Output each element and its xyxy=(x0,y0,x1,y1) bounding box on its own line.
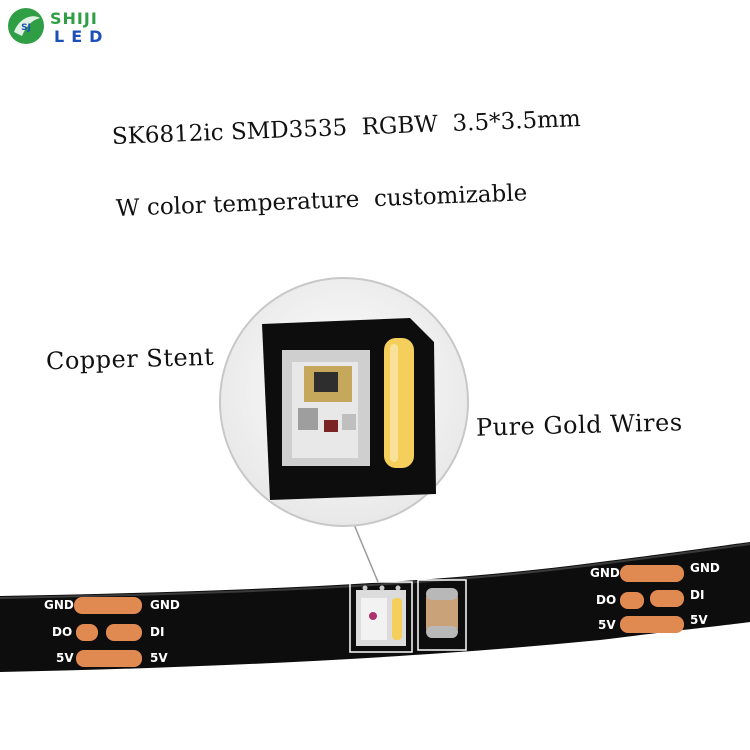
pad-label-left-5v-a: 5V xyxy=(56,651,74,665)
logo-mark-text: SJ xyxy=(21,23,31,33)
logo-name-bottom: LED xyxy=(54,27,110,46)
logo-leaf-icon: SJ xyxy=(8,8,44,44)
pad-label-right-outer-gnd: GND xyxy=(590,566,620,580)
pad-group-right xyxy=(620,565,684,633)
pad-label-right-5v-b: 5V xyxy=(690,613,708,627)
pad-label-left-5v-b: 5V xyxy=(150,651,168,665)
brand-logo: SJ SHIJI LED xyxy=(6,6,126,46)
capacitor-component xyxy=(417,579,467,651)
pad-label-right-inner-gnd: GND xyxy=(690,561,720,575)
pad-left-do-b xyxy=(106,624,142,641)
magnifier-lens xyxy=(219,277,469,527)
pad-label-left-outer-gnd: GND xyxy=(44,598,74,612)
pad-right-do-a xyxy=(620,592,644,609)
pad-right-do-b xyxy=(650,590,684,607)
pad-label-right-do: DO xyxy=(596,593,617,607)
pad-right-gnd xyxy=(620,565,684,582)
pad-left-do-a xyxy=(76,624,98,641)
pad-label-right-di: DI xyxy=(690,588,705,602)
pad-label-left-di: DI xyxy=(150,625,165,639)
pad-label-right-5v-a: 5V xyxy=(598,618,616,632)
pad-group-left xyxy=(74,597,142,667)
pad-left-gnd xyxy=(74,597,142,614)
strip-edge-highlight xyxy=(0,543,750,599)
pad-left-5v xyxy=(76,650,142,667)
logo-name-top: SHIJI xyxy=(50,9,98,28)
pad-label-left-inner-gnd: GND xyxy=(150,598,180,612)
pad-label-left-do: DO xyxy=(52,625,73,639)
callout-copper-stent: Copper Stent xyxy=(45,342,215,376)
pad-right-5v xyxy=(620,616,684,633)
callout-pure-gold-wires: Pure Gold Wires xyxy=(475,408,683,442)
led-chip-on-strip xyxy=(349,581,413,653)
